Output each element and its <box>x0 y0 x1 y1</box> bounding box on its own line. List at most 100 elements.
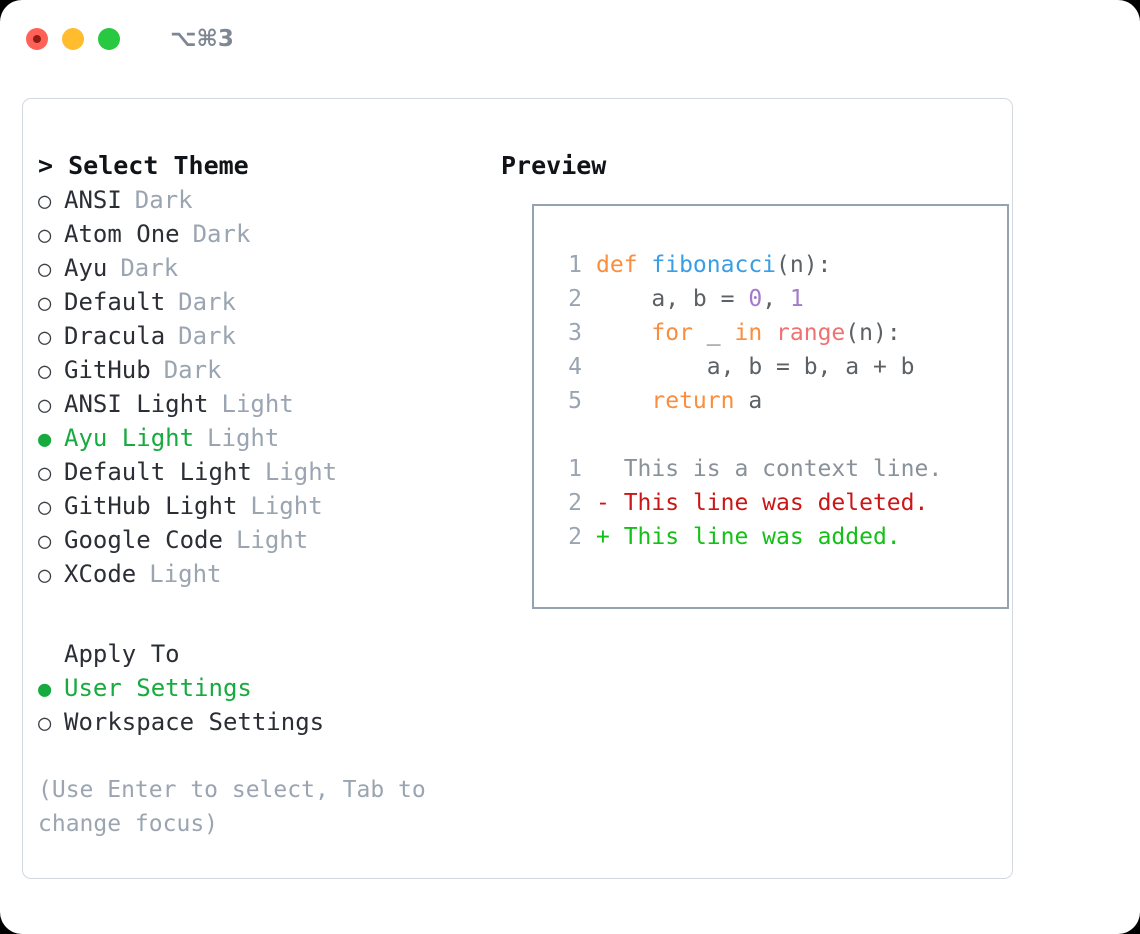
line-number: 2 <box>568 286 582 312</box>
line-number: 2 <box>568 524 582 550</box>
theme-variant: Light <box>250 492 323 520</box>
code-line: 3 for _ in range(n): <box>550 316 1000 350</box>
token-keyword: return <box>651 388 735 414</box>
hint-spacer <box>38 739 493 773</box>
token-plain <box>596 388 651 414</box>
select-theme-heading: > Select Theme <box>38 151 249 180</box>
theme-name: GitHub Light <box>64 492 238 520</box>
token-builtin: range <box>776 320 846 346</box>
theme-variant: Light <box>207 424 280 452</box>
radio-unselected-icon: ○ <box>38 711 52 736</box>
apply-to-heading: Apply To <box>64 640 180 668</box>
code-line: 4 a, b = b, a + b <box>550 350 1000 384</box>
code-line: 2 a, b = 0, 1 <box>550 282 1000 316</box>
theme-list[interactable]: ○ ANSI Dark ○ Atom One Dark ○ Ayu Dark <box>38 183 493 591</box>
diff-line-context: 1 This is a context line. <box>550 452 1000 486</box>
title-bar: ⌥⌘3 <box>0 0 1140 78</box>
code-content: def fibonacci(n): <box>596 248 831 282</box>
theme-list-item[interactable]: ○ ANSI Dark <box>38 183 493 217</box>
close-button-icon[interactable] <box>26 28 48 50</box>
diff-marker-minus: - <box>596 490 610 516</box>
code-line: 5 return a <box>550 384 1000 418</box>
diff-text: This is a context line. <box>596 456 943 482</box>
code-line: 1 def fibonacci(n): <box>550 248 1000 282</box>
theme-list-item[interactable]: ○ GitHub Dark <box>38 353 493 387</box>
diff-line-deleted: 2 - This line was deleted. <box>550 486 1000 520</box>
radio-unselected-icon: ○ <box>38 529 52 554</box>
radio-selected-icon: ● <box>38 677 52 702</box>
keyboard-shortcut-label: ⌥⌘3 <box>170 26 234 52</box>
traffic-lights <box>26 28 120 50</box>
line-number: 3 <box>568 320 582 346</box>
token-keyword: for <box>651 320 693 346</box>
theme-name: ANSI Light <box>64 390 209 418</box>
theme-name: Google Code <box>64 526 223 554</box>
token-plain: , <box>762 286 790 312</box>
radio-unselected-icon: ○ <box>38 189 52 214</box>
line-number: 5 <box>568 388 582 414</box>
code-content: for _ in range(n): <box>596 316 901 350</box>
diff-text: This line was added. <box>609 524 901 550</box>
theme-name: Default Light <box>64 458 252 486</box>
apply-to-list[interactable]: ● User Settings ○ Workspace Settings <box>38 671 493 739</box>
token-plain <box>596 320 651 346</box>
radio-unselected-icon: ○ <box>38 325 52 350</box>
theme-list-item[interactable]: ○ GitHub Light Light <box>38 489 493 523</box>
apply-to-option-workspace-settings[interactable]: ○ Workspace Settings <box>38 705 493 739</box>
theme-name: XCode <box>64 560 137 588</box>
radio-selected-icon: ● <box>38 427 52 452</box>
keyboard-hint-text: (Use Enter to select, Tab to change focu… <box>38 777 440 837</box>
diff-marker-plus: + <box>596 524 610 550</box>
code-content: return a <box>596 384 762 418</box>
radio-unselected-icon: ○ <box>38 291 52 316</box>
apply-to-option-user-settings[interactable]: ● User Settings <box>38 671 493 705</box>
theme-list-item[interactable]: ○ Atom One Dark <box>38 217 493 251</box>
theme-variant: Light <box>149 560 222 588</box>
token-plain: a, b = b, a + b <box>596 354 915 380</box>
radio-unselected-icon: ○ <box>38 495 52 520</box>
theme-list-item[interactable]: ○ Dracula Dark <box>38 319 493 353</box>
radio-unselected-icon: ○ <box>38 257 52 282</box>
theme-name: Dracula <box>64 322 166 350</box>
theme-list-item[interactable]: ○ Default Light Light <box>38 455 493 489</box>
radio-unselected-icon: ○ <box>38 223 52 248</box>
theme-name: Ayu <box>64 254 108 282</box>
diff-line-added: 2 + This line was added. <box>550 520 1000 554</box>
token-plain: (n): <box>776 252 832 278</box>
theme-selection-pane: > Select Theme ○ ANSI Dark ○ Atom One Da… <box>38 149 493 841</box>
minimize-button-icon[interactable] <box>62 28 84 50</box>
theme-list-item[interactable]: ○ Default Dark <box>38 285 493 319</box>
radio-unselected-icon: ○ <box>38 393 52 418</box>
theme-name: Atom One <box>64 220 180 248</box>
theme-list-item[interactable]: ○ Google Code Light <box>38 523 493 557</box>
theme-name: Default <box>64 288 166 316</box>
diff-text: This line was deleted. <box>609 490 929 516</box>
token-number: 1 <box>789 286 804 312</box>
token-keyword: in <box>734 320 763 346</box>
theme-list-item-selected[interactable]: ● Ayu Light Light <box>38 421 493 455</box>
theme-list-item[interactable]: ○ Ayu Dark <box>38 251 493 285</box>
line-number: 2 <box>568 490 582 516</box>
line-number: 1 <box>568 456 582 482</box>
main-card: > Select Theme ○ ANSI Dark ○ Atom One Da… <box>22 98 1013 879</box>
theme-variant: Dark <box>134 186 193 214</box>
token-plain: (n): <box>845 320 901 346</box>
list-spacer <box>38 591 493 637</box>
theme-variant: Dark <box>192 220 251 248</box>
theme-name: Ayu Light <box>64 424 195 452</box>
line-number: 4 <box>568 354 582 380</box>
preview-pane: Preview 1 def fibonacci(n): 2 a, b = 0, … <box>501 149 1009 609</box>
token-function: fibonacci <box>651 252 777 278</box>
line-number: 1 <box>568 252 582 278</box>
theme-variant: Dark <box>120 254 179 282</box>
theme-variant: Dark <box>163 356 222 384</box>
theme-variant: Light <box>264 458 338 486</box>
theme-list-item[interactable]: ○ XCode Light <box>38 557 493 591</box>
zoom-button-icon[interactable] <box>98 28 120 50</box>
apply-to-option-label: Workspace Settings <box>64 708 325 736</box>
theme-name: GitHub <box>64 356 151 384</box>
preview-heading: Preview <box>501 151 607 180</box>
token-plain: a, b = <box>596 286 749 312</box>
theme-list-item[interactable]: ○ ANSI Light Light <box>38 387 493 421</box>
